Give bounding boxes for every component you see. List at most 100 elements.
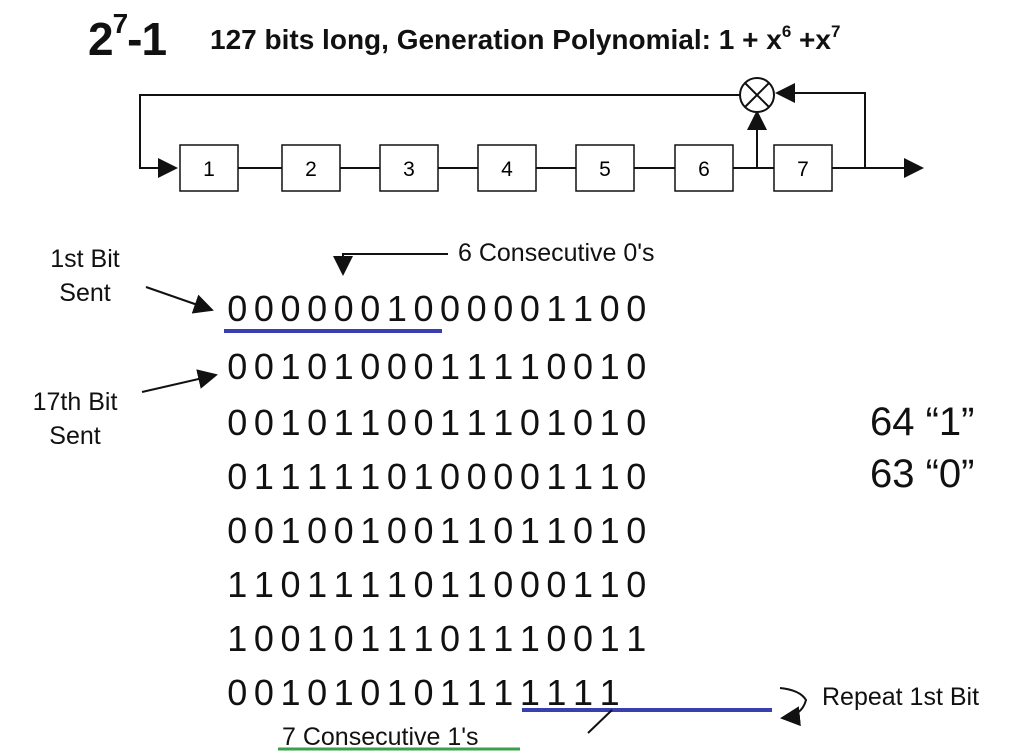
register-cell-7: 7 bbox=[773, 144, 833, 192]
bit: 0 bbox=[573, 346, 594, 387]
register-cell-label: 6 bbox=[698, 158, 710, 181]
bit: 1 bbox=[386, 288, 407, 329]
bit: 1 bbox=[360, 510, 381, 551]
bit: 0 bbox=[253, 672, 274, 713]
bit: 1 bbox=[360, 402, 381, 443]
bit: 1 bbox=[386, 564, 407, 605]
bit: 0 bbox=[253, 346, 274, 387]
bit: 1 bbox=[253, 456, 274, 497]
bit: 1 bbox=[573, 456, 594, 497]
first-bit-label: 1st Bit Sent bbox=[50, 245, 120, 307]
bit: 0 bbox=[227, 288, 248, 329]
title-suffix: -1 bbox=[127, 13, 167, 65]
bit: 0 bbox=[546, 346, 567, 387]
bit: 1 bbox=[440, 402, 461, 443]
bit: 1 bbox=[253, 564, 274, 605]
bit: 0 bbox=[386, 346, 407, 387]
bit: 0 bbox=[440, 288, 461, 329]
bit: 0 bbox=[333, 510, 354, 551]
bit: 0 bbox=[626, 288, 647, 329]
bit: 1 bbox=[360, 564, 381, 605]
bit: 0 bbox=[280, 288, 301, 329]
bit: 1 bbox=[333, 346, 354, 387]
bit: 0 bbox=[386, 456, 407, 497]
bit: 0 bbox=[253, 402, 274, 443]
subtitle: 127 bits long, Generation Polynomial: 1 … bbox=[210, 22, 840, 56]
bit: 1 bbox=[360, 618, 381, 659]
bit: 0 bbox=[307, 288, 328, 329]
bit: 0 bbox=[253, 288, 274, 329]
bit: 1 bbox=[599, 402, 620, 443]
bit: 1 bbox=[440, 346, 461, 387]
bit: 1 bbox=[519, 618, 540, 659]
bit: 1 bbox=[227, 618, 248, 659]
bit: 0 bbox=[413, 288, 434, 329]
bit: 1 bbox=[227, 564, 248, 605]
bit: 0 bbox=[307, 402, 328, 443]
register-cell-6: 6 bbox=[674, 144, 734, 192]
bit: 1 bbox=[280, 510, 301, 551]
bit: 0 bbox=[280, 618, 301, 659]
bit: 1 bbox=[280, 346, 301, 387]
bit: 1 bbox=[599, 346, 620, 387]
bit: 0 bbox=[227, 672, 248, 713]
bit: 0 bbox=[493, 456, 514, 497]
subtitle-text: 127 bits long, Generation Polynomial: 1 … bbox=[210, 24, 782, 55]
bit: 1 bbox=[519, 672, 540, 713]
ones-count: 64 “1” bbox=[870, 400, 975, 444]
bit: 0 bbox=[573, 510, 594, 551]
bit: 1 bbox=[466, 618, 487, 659]
bit: 0 bbox=[333, 618, 354, 659]
bit: 1 bbox=[466, 510, 487, 551]
register-cells: 1 2 3 4 5 6 7 bbox=[179, 144, 833, 192]
bit: 0 bbox=[546, 564, 567, 605]
bit: 0 bbox=[413, 346, 434, 387]
bit: 0 bbox=[333, 288, 354, 329]
bit: 1 bbox=[280, 402, 301, 443]
bit: 0 bbox=[413, 402, 434, 443]
register-cell-label: 5 bbox=[599, 158, 611, 181]
seven-ones-pointer bbox=[587, 709, 613, 734]
bit: 1 bbox=[307, 618, 328, 659]
bit: 1 bbox=[466, 672, 487, 713]
bit: 0 bbox=[253, 510, 274, 551]
bit: 1 bbox=[307, 456, 328, 497]
bit: 1 bbox=[546, 402, 567, 443]
bit: 0 bbox=[519, 402, 540, 443]
register-cell-label: 4 bbox=[501, 158, 513, 181]
bit: 0 bbox=[546, 618, 567, 659]
bit: 0 bbox=[626, 456, 647, 497]
bit: 1 bbox=[493, 346, 514, 387]
bit: 0 bbox=[280, 564, 301, 605]
bit: 1 bbox=[440, 510, 461, 551]
bit: 1 bbox=[493, 672, 514, 713]
bit: 0 bbox=[599, 288, 620, 329]
bit: 0 bbox=[227, 510, 248, 551]
register-cell-3: 3 bbox=[379, 144, 439, 192]
register-cell-label: 2 bbox=[305, 158, 317, 181]
bit: 0 bbox=[440, 618, 461, 659]
bit: 1 bbox=[466, 346, 487, 387]
title-exponent: 7 bbox=[112, 8, 129, 39]
bit: 0 bbox=[493, 510, 514, 551]
bit: 0 bbox=[307, 510, 328, 551]
register-cell-4: 4 bbox=[477, 144, 537, 192]
bit: 1 bbox=[599, 618, 620, 659]
bit: 0 bbox=[413, 672, 434, 713]
bit: 1 bbox=[333, 402, 354, 443]
subtitle-exp1: 6 bbox=[781, 22, 792, 41]
register-cell-1: 1 bbox=[179, 144, 239, 192]
bit: 0 bbox=[626, 510, 647, 551]
bit: 1 bbox=[386, 618, 407, 659]
bit: 0 bbox=[626, 564, 647, 605]
bit: 0 bbox=[519, 288, 540, 329]
bit: 1 bbox=[493, 402, 514, 443]
bit: 1 bbox=[546, 672, 567, 713]
bit: 1 bbox=[519, 346, 540, 387]
bit: 1 bbox=[280, 672, 301, 713]
